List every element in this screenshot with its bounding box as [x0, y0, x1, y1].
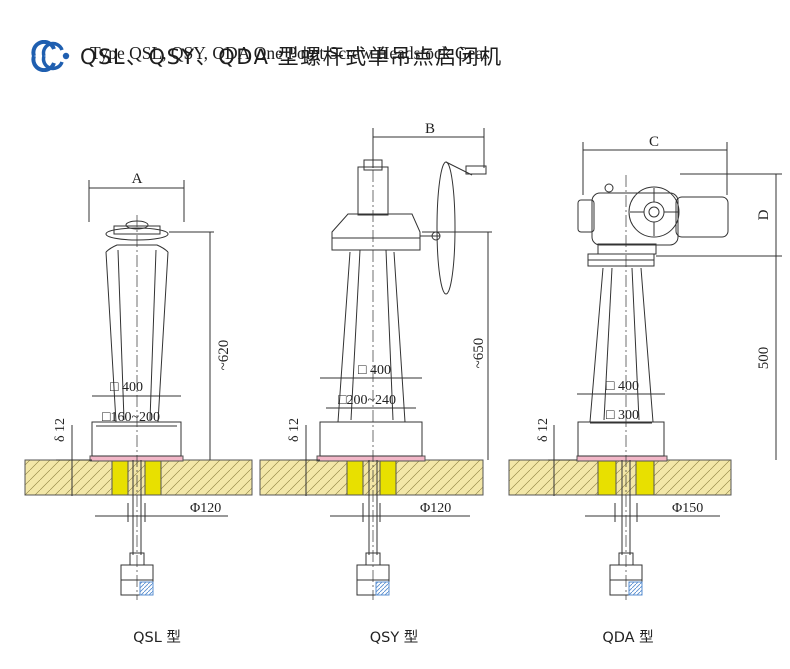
- qsl-dim-hole: Φ120: [190, 501, 221, 516]
- qsy-gearbox: [331, 213, 421, 251]
- qsl-column: [105, 251, 169, 423]
- qsl-dim-base: □ 400: [110, 380, 143, 395]
- qda-caption: QDA 型: [602, 629, 653, 646]
- qsl-embed-left: [111, 459, 129, 496]
- qda-drawing: [508, 142, 782, 600]
- qda-base: [577, 421, 665, 457]
- qda-actuator: [591, 192, 679, 246]
- qsy-pad: [316, 455, 426, 462]
- qsy-column: [337, 251, 406, 423]
- qda-embed-left: [597, 459, 617, 496]
- company-logo-icon: [31, 40, 70, 72]
- qsl-dim-width: A: [132, 171, 143, 187]
- qsl-dim-pad: δ 12: [53, 418, 68, 442]
- qda-dim-width: C: [649, 134, 659, 150]
- qsy-embed-right: [379, 459, 397, 496]
- qsl-base: [91, 421, 182, 457]
- qsy-dim-inner: □200~240: [338, 393, 396, 408]
- qda-dim-height: 500: [756, 347, 772, 370]
- qsy-dim-pad: δ 12: [287, 418, 302, 442]
- qsy-dim-height: ~650: [471, 338, 487, 369]
- qda-embed-right: [635, 459, 655, 496]
- qda-column: [589, 267, 654, 423]
- qda-dim-base: □ 400: [606, 379, 639, 394]
- title-chinese: QSL、QSY、QDA 型螺杆式单吊点启闭机: [80, 45, 503, 69]
- qsl-drawing: [24, 180, 253, 600]
- qda-dim-motor: D: [756, 209, 772, 220]
- qsl-dim-inner: □160~200: [102, 410, 160, 425]
- qsy-dim-base: □ 400: [358, 363, 391, 378]
- qsy-dim-width: B: [425, 121, 435, 137]
- qsl-pad: [89, 455, 184, 462]
- qsy-foundation: [259, 459, 484, 496]
- qsy-embed-left: [346, 459, 364, 496]
- qsy-drawing: [259, 128, 492, 600]
- qda-dim-pad: δ 12: [536, 418, 551, 442]
- header: QSL、QSY、QDA 型螺杆式单吊点启闭机: [28, 40, 503, 72]
- title-english: Type QSL, QSY, QDA One Point Screw Heads…: [90, 43, 489, 63]
- qsl-dim-height: ~620: [216, 340, 232, 371]
- qsl-foundation: [24, 459, 253, 496]
- qsy-dim-hole: Φ120: [420, 501, 451, 516]
- qsl-caption: QSL 型: [133, 629, 181, 646]
- qsy-base: [319, 421, 423, 457]
- qda-foundation: [508, 459, 732, 496]
- qsl-embed-right: [144, 459, 162, 496]
- qda-dim-inner: □ 300: [606, 408, 639, 423]
- qda-dim-hole: Φ150: [672, 501, 703, 516]
- qsy-handwheel: [436, 161, 456, 295]
- qsy-caption: QSY 型: [370, 629, 419, 646]
